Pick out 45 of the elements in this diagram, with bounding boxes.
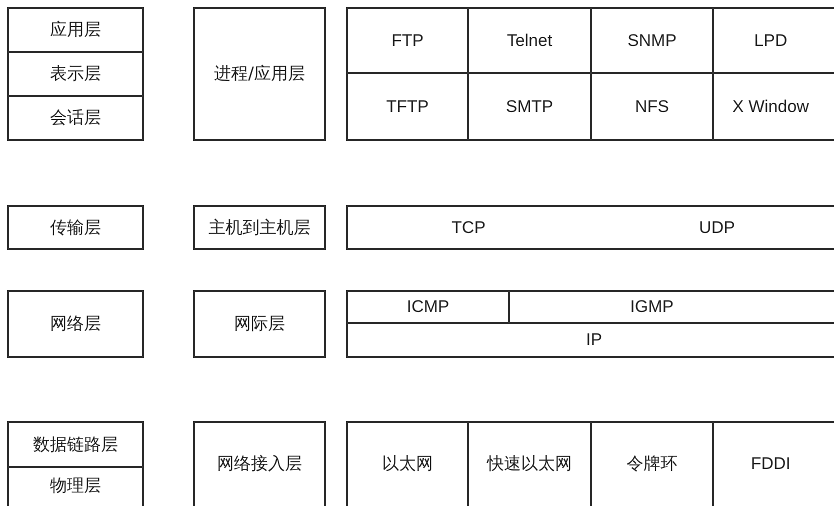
osi-layer-box bbox=[7, 205, 144, 250]
layer-name: 主机到主机层 bbox=[208, 217, 310, 238]
protocol-name: X Window bbox=[732, 96, 809, 117]
protocol-name: LPD bbox=[754, 30, 788, 51]
layer-name: 应用层 bbox=[50, 20, 101, 40]
osi-layer-box bbox=[7, 51, 144, 97]
osi-layer-box bbox=[7, 7, 144, 53]
protocol-name: NFS bbox=[635, 96, 669, 117]
protocol-name: ICMP bbox=[406, 296, 450, 318]
protocol-cell bbox=[346, 72, 469, 141]
tcpip-layer-box bbox=[193, 421, 326, 506]
layer-name: 网络接入层 bbox=[217, 454, 302, 474]
layer-name: 物理层 bbox=[50, 476, 101, 497]
tcpip-layer-box bbox=[193, 7, 326, 141]
osi-layer-box bbox=[7, 421, 144, 468]
osi-layer-box bbox=[7, 466, 144, 506]
layer-name: 表示层 bbox=[50, 64, 101, 84]
osi-layer-box bbox=[7, 290, 144, 358]
protocol-name: 以太网 bbox=[382, 454, 433, 474]
protocol-cell bbox=[346, 322, 834, 358]
layer-name: 会话层 bbox=[50, 108, 101, 128]
layer-name: 进程/应用层 bbox=[214, 64, 305, 84]
layer-name: 传输层 bbox=[50, 217, 101, 238]
protocol-cell bbox=[346, 205, 834, 250]
protocol-name: 令牌环 bbox=[626, 454, 678, 474]
tcpip-layer-box bbox=[193, 290, 326, 358]
protocol-name: FTP bbox=[391, 30, 424, 51]
protocol-cell bbox=[346, 290, 510, 324]
protocol-name: Telnet bbox=[506, 30, 552, 51]
protocol-name: TFTP bbox=[386, 96, 429, 117]
protocol-name: 快速以太网 bbox=[487, 454, 572, 474]
tcpip-layer-box bbox=[193, 205, 326, 250]
protocol-name: UDP bbox=[699, 217, 735, 238]
layer-name: 网络层 bbox=[50, 314, 101, 334]
layer-name: 网际层 bbox=[234, 314, 285, 334]
protocol-name: FDDI bbox=[750, 454, 791, 474]
protocol-name: SNMP bbox=[627, 30, 677, 51]
protocol-name: TCP bbox=[452, 217, 486, 238]
protocol-name: IP bbox=[586, 330, 602, 350]
protocol-cell bbox=[346, 421, 469, 506]
protocol-name: SMTP bbox=[506, 96, 554, 117]
protocol-name: IGMP bbox=[630, 296, 674, 318]
osi-layer-box bbox=[7, 95, 144, 141]
layer-name: 数据链路层 bbox=[33, 434, 118, 455]
protocol-cell bbox=[346, 7, 469, 74]
